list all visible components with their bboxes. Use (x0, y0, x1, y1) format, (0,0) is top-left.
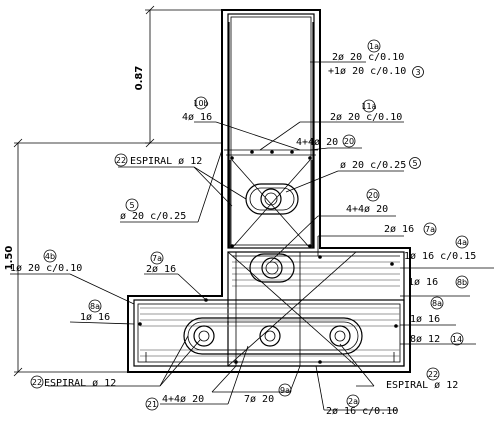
label-8b-tag: 8b (457, 278, 467, 287)
footing-reinforcement (133, 251, 405, 367)
label-20b-text: 4+4ø 20 (346, 204, 388, 215)
label-21-text: 4+4ø 20 (162, 394, 204, 405)
label-22b-tag: 22 (32, 378, 42, 387)
label-22c-tag: 22 (428, 370, 438, 379)
label-22c-text: ESPIRAL ø 12 (386, 380, 458, 391)
label-22-text: ESPIRAL ø 12 (130, 156, 202, 167)
tag-circles (30, 39, 469, 411)
label-5-text: ø 20 c/0.25 (340, 160, 406, 171)
label-2a-text: 2ø 16 c/0.10 (326, 406, 398, 417)
label-21-tag: 21 (147, 400, 157, 409)
label-8a-right-tag: 8a (432, 299, 442, 308)
label-2a-tag: 2a (348, 397, 358, 406)
label-14-tag: 14 (452, 335, 462, 344)
label-9a-tag: 9a (280, 386, 290, 395)
concrete-outline (127, 9, 411, 373)
label-7a-bottom-text: 2ø 16 (146, 264, 176, 275)
label-7a-tag: 7a (425, 225, 435, 234)
dimension-lines (13, 5, 222, 377)
footing-upper-spiral (249, 253, 295, 283)
label-4b-text: 1ø 20 c/0.10 (10, 263, 82, 274)
label-7a-text: 2ø 16 (384, 224, 414, 235)
label-8b-text: 1ø 16 (408, 277, 438, 288)
label-4a-tag: 4a (457, 238, 467, 247)
label-22b-text: ESPIRAL ø 12 (44, 378, 116, 389)
label-22-tag: 22 (116, 156, 126, 165)
column-reinforcement (224, 13, 318, 249)
label-11a-text: 2ø 20 c/0.10 (330, 112, 402, 123)
label-1a-line1: 2ø 20 c/0.10 (332, 52, 404, 63)
label-10b-tag: 10b (193, 99, 208, 108)
label-4b-tag: 4b (45, 252, 55, 261)
label-8a-text: 1ø 16 (80, 312, 110, 323)
label-14-text: 8ø 12 (410, 334, 440, 345)
label-1a-line2: +1ø 20 c/0.10 (328, 66, 406, 77)
label-8a-tag: 8a (90, 302, 100, 311)
label-5b-text: ø 20 c/0.25 (120, 211, 186, 222)
footing-lower-spiral (183, 317, 363, 355)
label-8a-right-text: 1ø 16 (410, 314, 440, 325)
label-20-tag: 20 (344, 137, 354, 146)
label-7a-bottom-tag: 7a (152, 254, 162, 263)
dim-top-height: 0.87 (134, 66, 145, 91)
rebar-labels: 1a 2ø 20 c/0.10 +1ø 20 c/0.10 3 10b 4ø 1… (10, 42, 476, 417)
label-20-text: 4+4ø 20 (296, 137, 338, 148)
label-11a-tag: 11a (361, 102, 376, 111)
label-4a-text: 1ø 16 c/0.15 (404, 251, 476, 262)
dim-total-height: 1.50 (4, 246, 15, 271)
label-1a-tag: 1a (369, 42, 379, 51)
label-5b-tag: 5 (129, 201, 134, 210)
leader-lines (10, 61, 494, 411)
label-10b-text: 4ø 16 (182, 112, 212, 123)
column-spiral (245, 183, 299, 215)
label-20b-tag: 20 (368, 191, 378, 200)
label-9a-text: 7ø 20 (244, 394, 274, 405)
label-3-tag: 3 (415, 68, 420, 77)
label-5-tag: 5 (412, 159, 417, 168)
